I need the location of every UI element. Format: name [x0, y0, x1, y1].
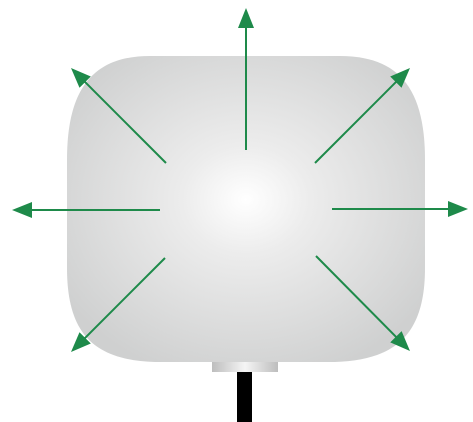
arrow-head-up	[238, 8, 254, 28]
arrow-head-left	[12, 202, 32, 218]
stem-shape	[237, 368, 252, 422]
arrow-head-right	[448, 201, 468, 217]
